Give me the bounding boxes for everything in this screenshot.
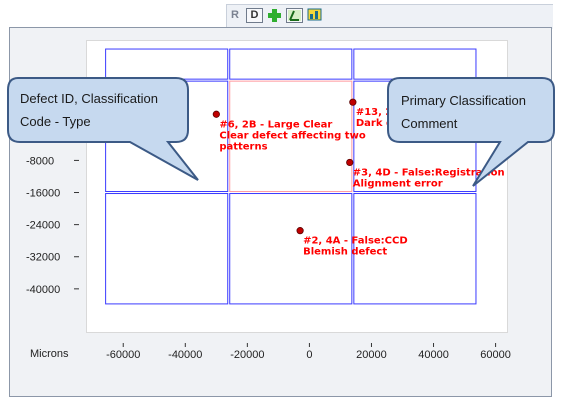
line-icon — [288, 10, 301, 21]
y-tick-label: -40000 — [26, 284, 60, 296]
d-button[interactable]: D — [246, 8, 263, 23]
defect-annotation-line: #3, 4D - False:Registration — [353, 167, 505, 178]
defect-point[interactable] — [349, 98, 357, 106]
highlighted-grid-cell[interactable] — [229, 80, 353, 193]
defect-annotation-line: #2, 4A - False:CCD — [303, 236, 408, 247]
plus-icon — [268, 9, 281, 22]
defect-annotation-line: Alignment error — [353, 178, 443, 189]
callout-right: Primary Classification Comment — [387, 77, 555, 187]
callout-left: Defect ID, Classification Code - Type — [7, 77, 199, 181]
x-tick-label: 0 — [306, 349, 312, 361]
add-button[interactable] — [266, 8, 283, 23]
defect-annotation-line: patterns — [219, 141, 267, 152]
defect-point[interactable] — [296, 227, 304, 235]
chart-icon — [307, 8, 322, 21]
defect-point[interactable] — [212, 110, 220, 118]
x-axis-label: Microns — [30, 348, 69, 360]
line-tool-button[interactable] — [286, 8, 303, 23]
grid-cell[interactable] — [105, 48, 229, 80]
y-tick-label: -32000 — [26, 252, 60, 264]
callout-left-line1: Defect ID, Classification — [20, 91, 158, 106]
callout-right-line1: Primary Classification — [401, 93, 526, 108]
callout-left-line2: Code - Type — [20, 114, 91, 129]
callout-right-line2: Comment — [401, 116, 458, 131]
grid-cell[interactable] — [353, 48, 477, 80]
y-tick-label: -24000 — [26, 220, 60, 232]
grid-cell[interactable] — [229, 193, 353, 305]
x-tick-label: 40000 — [418, 349, 449, 361]
defect-point[interactable] — [346, 158, 354, 167]
callout-right-bubble — [387, 77, 555, 187]
x-tick-label: -20000 — [230, 349, 264, 361]
grid-cell[interactable] — [229, 48, 353, 80]
callout-left-bubble — [7, 77, 199, 181]
toolbar-r-label: R — [231, 9, 239, 21]
y-tick-label: -16000 — [26, 188, 60, 200]
grid-cell[interactable] — [353, 193, 477, 305]
x-tick-label: 60000 — [480, 349, 511, 361]
defect-annotation-line: Blemish defect — [303, 247, 387, 258]
y-tick-label: -8000 — [26, 155, 54, 167]
x-tick-label: -60000 — [106, 349, 140, 361]
x-tick-label: 20000 — [356, 349, 387, 361]
defect-annotation-line: #6, 2B - Large Clear — [219, 119, 332, 130]
defect-annotation-line: Clear defect affecting two — [219, 130, 366, 141]
x-tick-label: -40000 — [168, 349, 202, 361]
chart-tool-button[interactable] — [306, 8, 323, 23]
grid-cell[interactable] — [105, 193, 229, 305]
d-icon: D — [250, 9, 259, 21]
